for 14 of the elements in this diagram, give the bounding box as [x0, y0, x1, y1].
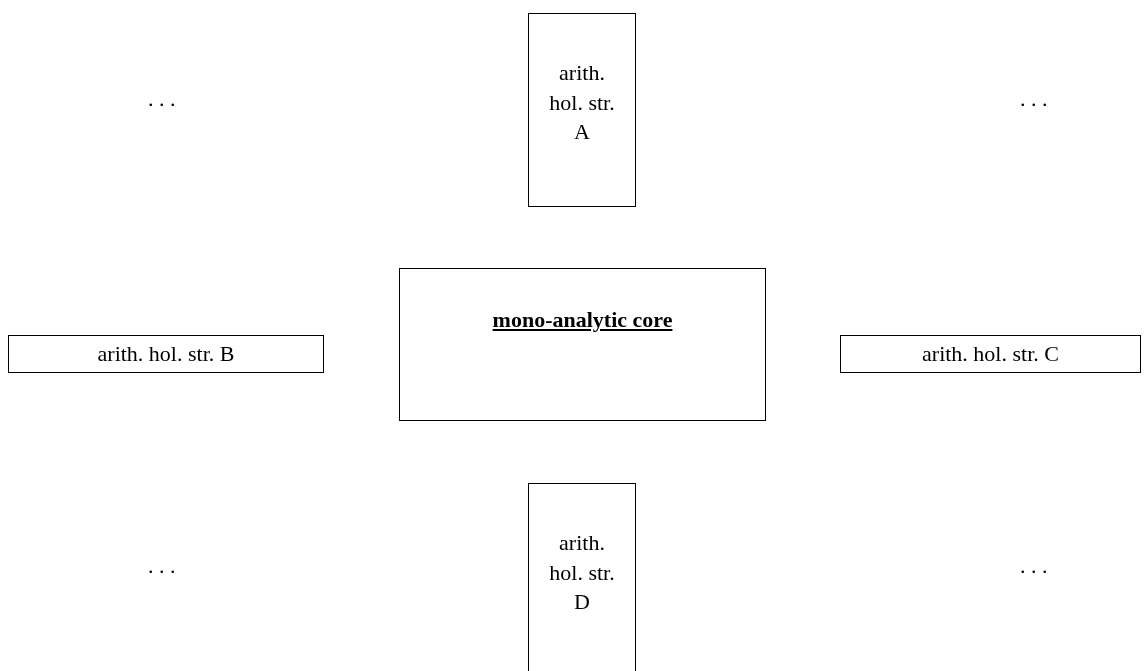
core-title: mono-analytic core — [491, 306, 674, 334]
ellipsis: . . . — [1020, 553, 1048, 579]
box-label: arith. hol. str. C — [922, 340, 1059, 369]
ellipsis: . . . — [148, 553, 176, 579]
box-label: arith. hol. str. D — [548, 529, 616, 617]
structure-box — [528, 13, 636, 207]
ellipsis: . . . — [1020, 86, 1048, 112]
structure-box — [840, 335, 1141, 373]
core-box — [399, 268, 766, 421]
box-label: arith. hol. str. A — [548, 59, 616, 147]
structure-box — [8, 335, 324, 373]
ellipsis: . . . — [148, 86, 176, 112]
structure-box — [528, 483, 636, 671]
box-label: arith. hol. str. B — [97, 340, 235, 369]
